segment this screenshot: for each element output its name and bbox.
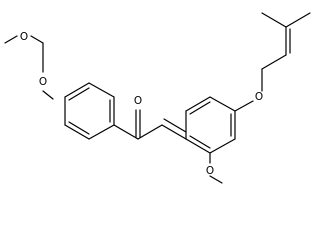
methyl-bond [285,12,311,28]
methoxy-group [209,152,223,184]
right-benzene-ring [185,96,236,154]
oxygen-label-mom: O [20,31,28,43]
bond [185,96,211,112]
bond [137,124,163,140]
chalcone-structure-diagram: O O O O O [4,12,311,184]
oxygen-label-methoxy: O [206,165,214,177]
bond [4,35,18,44]
bond [64,82,90,98]
aromatic-inner-bond [189,135,211,149]
mom-group [4,35,54,100]
bond [42,90,54,100]
bond [185,138,211,154]
enone-linker [113,109,187,140]
aromatic-inner-bond [68,87,90,101]
bond [113,124,139,140]
bond [209,96,236,112]
oxygen-label-carbonyl: O [134,95,142,107]
prenyloxy-chain [234,12,311,112]
bond [161,124,187,140]
bond [234,100,254,112]
alkene-inner-bond [163,118,187,133]
bond [261,54,287,70]
aromatic-inner-bond [68,121,90,135]
bond [209,138,236,154]
bond [88,82,115,98]
methyl-bond [261,12,287,28]
oxygen-label-aryl-ether: O [39,76,47,88]
left-benzene-ring [64,82,115,140]
oxygen-label-prenyloxy: O [255,91,263,103]
bond [64,124,90,140]
aromatic-inner-bond [189,101,211,115]
bond [209,175,223,184]
bond [30,35,44,44]
bond [88,124,115,140]
structure-canvas: O O O O O [4,12,311,184]
